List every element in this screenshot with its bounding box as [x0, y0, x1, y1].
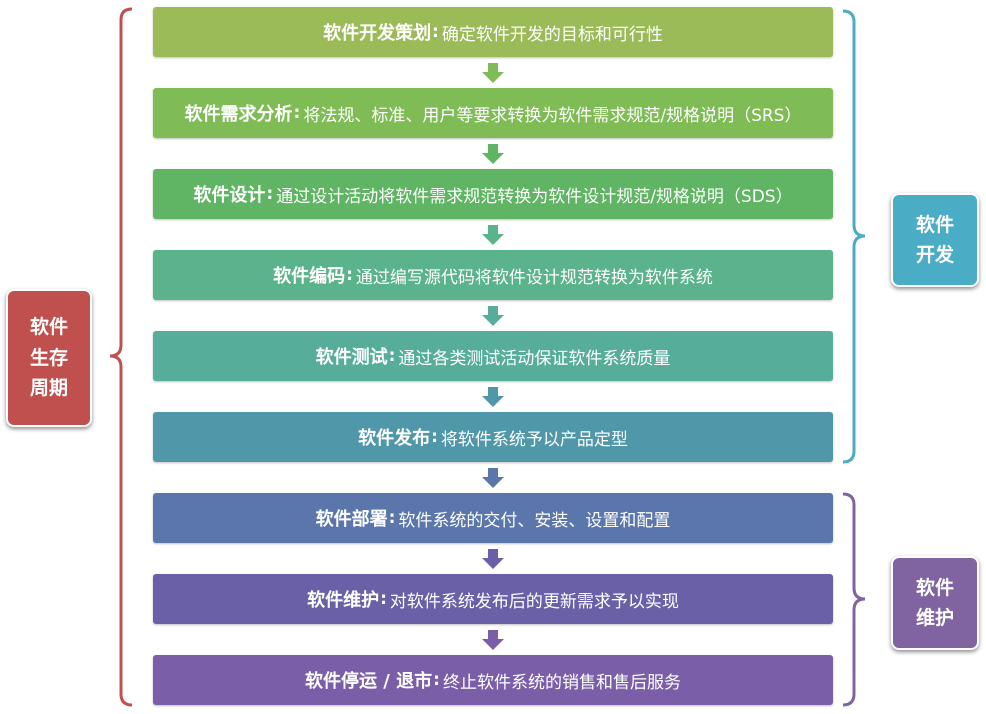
down-arrow-icon: [482, 386, 504, 407]
step-coding: 软件编码:通过编写源代码将软件设计规范转换为软件系统: [153, 250, 833, 300]
process-flow: 软件开发策划:确定软件开发的目标和可行性软件需求分析:将法规、标准、用户等要求转…: [153, 7, 833, 705]
step-description: 确定软件开发的目标和可行性: [441, 24, 663, 45]
step-planning: 软件开发策划:确定软件开发的目标和可行性: [153, 7, 833, 57]
step-separator: :: [432, 22, 439, 42]
step-testing: 软件测试:通过各类测试活动保证软件系统质量: [153, 331, 833, 381]
lifecycle-label-line3: 周期: [29, 377, 68, 400]
development-brace: [842, 9, 866, 464]
step-maintenance: 软件维护:对软件系统发布后的更新需求予以实现: [153, 574, 833, 624]
maintenance-label-line1: 软件: [915, 576, 954, 599]
step-deployment: 软件部署:软件系统的交付、安装、设置和配置: [153, 493, 833, 543]
step-name: 软件测试: [315, 347, 388, 368]
flow-arrow: [153, 219, 833, 250]
step-separator: :: [433, 670, 440, 690]
step-requirements: 软件需求分析:将法规、标准、用户等要求转换为软件需求规范/规格说明（SRS）: [153, 88, 833, 138]
step-name: 软件编码: [273, 266, 346, 287]
down-arrow-icon: [482, 143, 504, 164]
step-description: 通过设计活动将软件需求规范转换为软件设计规范/规格说明（SDS）: [276, 186, 793, 207]
step-description: 将软件系统予以产品定型: [440, 429, 628, 450]
flow-arrow: [153, 624, 833, 655]
development-label-line2: 开发: [915, 244, 954, 266]
step-name: 软件需求分析: [184, 104, 293, 125]
flow-arrow: [153, 543, 833, 574]
maintenance-brace: [842, 492, 866, 707]
step-description: 对软件系统发布后的更新需求予以实现: [389, 591, 679, 612]
maintenance-label-line2: 维护: [915, 607, 954, 629]
step-separator: :: [388, 346, 396, 366]
step-retirement: 软件停运 / 退市:终止软件系统的销售和售后服务: [153, 655, 833, 705]
flow-arrow: [153, 381, 833, 412]
development-label-line1: 软件: [915, 213, 954, 236]
down-arrow-icon: [482, 305, 504, 326]
down-arrow-icon: [482, 467, 504, 488]
step-separator: :: [380, 589, 387, 609]
down-arrow-icon: [482, 629, 504, 650]
down-arrow-icon: [482, 224, 504, 245]
step-name: 软件维护: [307, 590, 380, 611]
maintenance-label: 软件 维护: [891, 556, 979, 650]
flow-arrow: [153, 300, 833, 331]
step-description: 将法规、标准、用户等要求转换为软件需求规范/规格说明（SRS）: [303, 105, 802, 126]
step-name: 软件停运 / 退市: [305, 671, 433, 692]
step-description: 终止软件系统的销售和售后服务: [442, 672, 681, 693]
step-name: 软件设计: [193, 185, 266, 206]
lifecycle-label: 软件 生存 周期: [6, 289, 92, 427]
step-description: 通过各类测试活动保证软件系统质量: [398, 348, 671, 369]
step-name: 软件发布: [358, 428, 431, 449]
down-arrow-icon: [482, 62, 504, 83]
lifecycle-label-line1: 软件: [29, 316, 68, 339]
step-separator: :: [388, 508, 396, 528]
development-label: 软件 开发: [891, 193, 979, 287]
step-separator: :: [346, 265, 353, 285]
step-description: 软件系统的交付、安装、设置和配置: [398, 510, 671, 531]
down-arrow-icon: [482, 548, 504, 569]
step-design: 软件设计:通过设计活动将软件需求规范转换为软件设计规范/规格说明（SDS）: [153, 169, 833, 219]
step-separator: :: [266, 184, 274, 204]
step-name: 软件部署: [315, 509, 388, 530]
step-name: 软件开发策划: [323, 23, 432, 44]
step-description: 通过编写源代码将软件设计规范转换为软件系统: [355, 267, 713, 288]
lifecycle-label-line2: 生存: [29, 346, 68, 369]
flow-arrow: [153, 462, 833, 493]
step-separator: :: [431, 427, 438, 447]
flow-arrow: [153, 57, 833, 88]
lifecycle-brace: [109, 7, 133, 707]
flow-arrow: [153, 138, 833, 169]
step-release: 软件发布:将软件系统予以产品定型: [153, 412, 833, 462]
step-separator: :: [293, 103, 301, 123]
